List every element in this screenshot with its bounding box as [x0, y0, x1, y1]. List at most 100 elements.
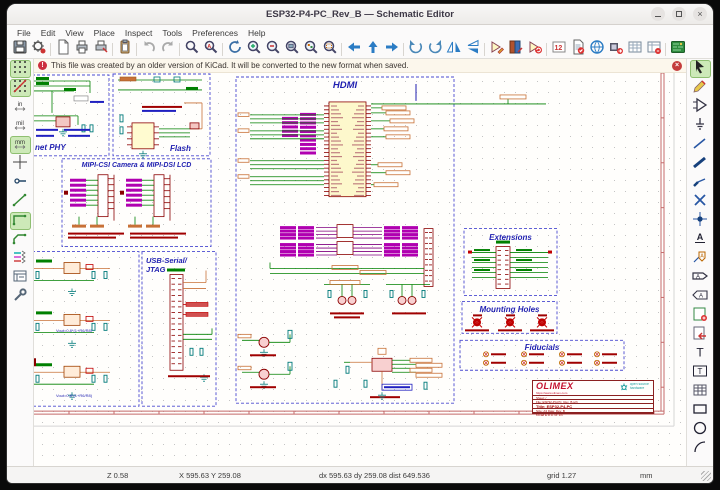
junction-button[interactable] — [690, 212, 711, 230]
zoom-in-button[interactable] — [244, 40, 263, 58]
assign-footprints-button[interactable] — [606, 40, 625, 58]
text-box-button[interactable]: T — [690, 364, 711, 382]
arc-button[interactable] — [690, 440, 711, 458]
find-icon — [184, 39, 200, 60]
circle-button[interactable] — [690, 421, 711, 439]
units-mm-button[interactable]: mm — [10, 136, 31, 154]
hierarchy-list-button[interactable] — [10, 269, 31, 287]
menu-item-view[interactable]: View — [60, 27, 88, 39]
table-button[interactable] — [690, 383, 711, 401]
menu-item-file[interactable]: File — [12, 27, 36, 39]
rectangle-button[interactable] — [690, 402, 711, 420]
menu-item-help[interactable]: Help — [243, 27, 270, 39]
zoom-fit-button[interactable] — [282, 40, 301, 58]
right-toolbar: AAAATT — [686, 59, 713, 466]
update-symbols-button[interactable] — [525, 40, 544, 58]
window-title: ESP32-P4-PC_Rev_B — Schematic Editor — [7, 9, 713, 20]
rotate-cw-button[interactable] — [425, 40, 444, 58]
mirror-vertical-icon — [465, 39, 481, 60]
properties-panel-icon — [12, 287, 28, 308]
find-replace-button[interactable]: A — [201, 40, 220, 58]
zoom-level: Z 0.58 — [107, 471, 128, 480]
edit-symbol-button[interactable] — [487, 40, 506, 58]
crosshair-cursor-button[interactable] — [10, 155, 31, 173]
place-symbol-button[interactable] — [690, 98, 711, 116]
resize-grip[interactable] — [701, 471, 711, 481]
bom-button[interactable] — [644, 40, 663, 58]
hierarchy-navigator-button[interactable] — [587, 40, 606, 58]
print-button[interactable] — [72, 40, 91, 58]
global-label-button[interactable]: A — [690, 269, 711, 287]
menu-item-place[interactable]: Place — [89, 27, 120, 39]
zoom-objects-button[interactable] — [301, 40, 320, 58]
erc-icon — [570, 39, 586, 60]
pcb-editor-button[interactable] — [668, 40, 687, 58]
draw-bus-button[interactable] — [690, 155, 711, 173]
crosshair-cursor-icon — [12, 154, 28, 175]
draw-wire-button[interactable] — [690, 136, 711, 154]
wire-mode-90-button[interactable] — [10, 212, 31, 230]
menu-item-preferences[interactable]: Preferences — [187, 27, 243, 39]
hidden-pins-button[interactable] — [10, 174, 31, 192]
infobar-close-button[interactable]: × — [672, 61, 682, 71]
undo-button[interactable] — [139, 40, 158, 58]
units-indicator: mm — [640, 471, 653, 480]
hierarchical-sheet-button[interactable] — [690, 307, 711, 325]
left-toolbar: inmilmm — [7, 59, 34, 466]
bus-entry-button[interactable] — [690, 174, 711, 192]
toolbar-separator — [112, 43, 113, 56]
menu-item-tools[interactable]: Tools — [157, 27, 187, 39]
maximize-button[interactable] — [672, 7, 686, 21]
rotate-ccw-button[interactable] — [406, 40, 425, 58]
find-button[interactable] — [182, 40, 201, 58]
nav-forward-button[interactable] — [382, 40, 401, 58]
minimize-button[interactable] — [651, 7, 665, 21]
page-settings-button[interactable] — [53, 40, 72, 58]
import-sheet-pin-button[interactable] — [690, 326, 711, 344]
update-symbols-icon — [527, 39, 543, 60]
properties-panel-button[interactable] — [10, 288, 31, 306]
paste-button[interactable] — [115, 40, 134, 58]
no-connect-button[interactable] — [690, 193, 711, 211]
fields-table-button[interactable] — [625, 40, 644, 58]
net-label-button[interactable]: A — [690, 231, 711, 249]
zoom-fit-icon — [284, 39, 300, 60]
svg-text:A: A — [697, 232, 704, 242]
text-button[interactable]: T — [690, 345, 711, 363]
erc-button[interactable] — [568, 40, 587, 58]
menu-item-inspect[interactable]: Inspect — [120, 27, 157, 39]
zoom-selection-button[interactable] — [320, 40, 339, 58]
units-in-button[interactable]: in — [10, 98, 31, 116]
refresh-view-button[interactable] — [225, 40, 244, 58]
annotate-button[interactable]: 12 — [549, 40, 568, 58]
menu-item-edit[interactable]: Edit — [36, 27, 61, 39]
plot-button[interactable] — [91, 40, 110, 58]
wire-mode-free-button[interactable] — [10, 193, 31, 211]
grid-dots-button[interactable] — [10, 60, 31, 78]
net-class-directive-button[interactable]: A — [690, 250, 711, 268]
units-mil-button[interactable]: mil — [10, 117, 31, 135]
schematic-setup-button[interactable] — [29, 40, 48, 58]
schematic-canvas[interactable]: ! This file was created by an older vers… — [34, 59, 686, 466]
toolbar-separator — [222, 43, 223, 56]
select-tool-button[interactable] — [690, 60, 711, 78]
mirror-horizontal-button[interactable] — [444, 40, 463, 58]
highlight-net-button[interactable] — [690, 79, 711, 97]
hierarchical-label-button[interactable]: A — [690, 288, 711, 306]
schematic-sheet[interactable]: net PHY Flash MIPI-CSI Camera & MIPI-DSI… — [34, 73, 686, 466]
zoom-out-button[interactable] — [263, 40, 282, 58]
nav-back-icon — [346, 39, 362, 60]
erc-markers-button[interactable] — [10, 250, 31, 268]
nav-up-button[interactable] — [363, 40, 382, 58]
wire-mode-45-button[interactable] — [10, 231, 31, 249]
place-power-button[interactable] — [690, 117, 711, 135]
save-button[interactable] — [10, 40, 29, 58]
mirror-vertical-button[interactable] — [463, 40, 482, 58]
redo-button[interactable] — [158, 40, 177, 58]
close-button[interactable]: × — [693, 7, 707, 21]
oshw-gear-icon — [620, 383, 628, 391]
grid-override-button[interactable] — [10, 79, 31, 97]
symbol-library-icon — [508, 39, 524, 60]
symbol-library-button[interactable] — [506, 40, 525, 58]
nav-back-button[interactable] — [344, 40, 363, 58]
